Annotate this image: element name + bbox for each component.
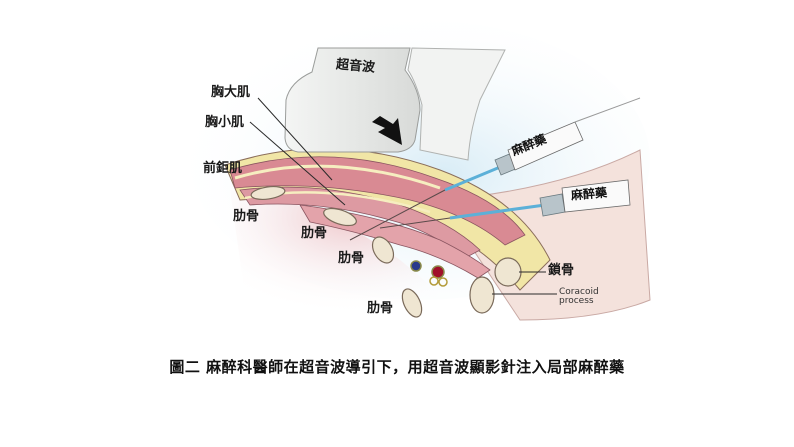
- label-clavicle: 鎖骨: [548, 263, 575, 278]
- clavicle-bone: [494, 257, 522, 287]
- probe-label: 超音波: [335, 57, 376, 76]
- artery: [431, 265, 445, 279]
- label-pectoralis-major: 胸大肌: [211, 85, 251, 100]
- ribs: [250, 186, 423, 318]
- vein: [410, 260, 422, 272]
- label-rib-1: 肋骨: [233, 209, 260, 224]
- anatomy-diagram: 超音波 胸大肌 胸小肌 前鉅肌 肋骨 肋骨 肋骨 肋骨 鎖骨 Coracoid …: [190, 20, 651, 330]
- label-rib-4: 肋骨: [367, 301, 394, 316]
- label-rib-2: 肋骨: [301, 226, 328, 241]
- label-serratus-anterior: 前鉅肌: [203, 161, 243, 176]
- label-coracoid: Coracoid process: [559, 287, 599, 307]
- coracoid-bone: [469, 276, 495, 314]
- syringe-label-lower: 麻醉藥: [570, 185, 608, 203]
- pressure-arrow-icon: [372, 116, 402, 145]
- figure-caption: 圖二 麻醉科醫師在超音波導引下，用超音波顯影針注入局部麻醉藥: [169, 358, 625, 376]
- ultrasound-probe: [284, 47, 506, 161]
- label-rib-3: 肋骨: [338, 251, 365, 266]
- anatomy-illustration: [190, 20, 651, 330]
- syringe-lower: [449, 179, 631, 220]
- syringe-upper: [444, 97, 641, 192]
- label-pectoralis-minor: 胸小肌: [205, 115, 245, 130]
